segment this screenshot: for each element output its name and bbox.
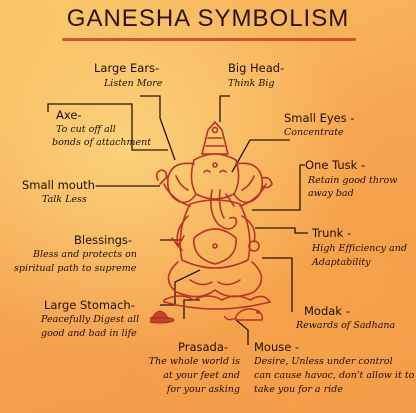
connector-trunk [255, 227, 308, 234]
label-large-stomach: Large Stomach- [44, 298, 135, 312]
desc-large-stomach-2: good and bad in life [41, 328, 137, 339]
crown [201, 121, 229, 155]
desc-small-mouth: Talk Less [42, 194, 87, 205]
connector-large-ears [140, 95, 176, 161]
desc-mouse-2: can cause havoc, don't allow it to [254, 370, 415, 381]
label-prasada: Prasada- [178, 340, 229, 354]
desc-mouse-1: Desire, Unless under control [254, 356, 393, 367]
desc-modak: Rewards of Sadhana [296, 320, 396, 331]
desc-blessings-2: spiritual path to supreme [14, 263, 137, 274]
desc-large-stomach-1: Peacefully Digest all [41, 314, 140, 325]
desc-trunk-2: Adaptability [312, 257, 371, 268]
lotus-base [163, 295, 271, 310]
label-small-mouth: Small mouth- [22, 178, 100, 192]
lower-right-arm [241, 215, 256, 243]
head [190, 153, 240, 200]
trunk [210, 189, 238, 230]
prasada-plate [150, 310, 175, 324]
eyes [203, 169, 227, 173]
desc-mouse-3: take you for a ride [254, 384, 343, 395]
connector-big-head [219, 95, 230, 122]
label-modak: Modak - [304, 304, 350, 318]
desc-axe-2: bonds of attachment [52, 137, 152, 148]
desc-trunk-1: High Efficiency and [312, 243, 407, 254]
title-underline [62, 38, 356, 41]
connector-small-eyes [231, 139, 290, 173]
desc-large-ears: Listen More [104, 78, 163, 89]
label-blessings: Blessings- [74, 233, 133, 247]
label-trunk: Trunk - [312, 226, 352, 240]
upper-left-arm [163, 183, 191, 207]
desc-prasada-3: for your asking [166, 384, 240, 395]
desc-prasada-1: The whole world is [148, 356, 240, 367]
ganesha-figure [150, 121, 273, 324]
label-one-tusk: One Tusk - [305, 158, 366, 172]
desc-axe-1: To cut off all [56, 124, 116, 135]
label-small-eyes: Small Eyes - [284, 111, 355, 125]
legs [167, 261, 263, 298]
desc-one-tusk-2: away bad [308, 188, 354, 199]
connector-modak [262, 257, 293, 312]
connector-large-stomach [160, 269, 201, 306]
label-large-ears: Large Ears- [94, 61, 160, 75]
mouse [223, 308, 264, 321]
body [179, 199, 251, 269]
desc-big-head: Think Big [228, 78, 275, 89]
label-big-head: Big Head- [228, 61, 285, 75]
desc-one-tusk-1: Retain good throw [308, 175, 398, 186]
desc-blessings-1: Bless and protects on [33, 249, 137, 260]
desc-prasada-2: at your feet and [163, 370, 240, 381]
label-axe: Axe- [56, 108, 82, 122]
axe [155, 169, 169, 185]
connector-mouse [235, 319, 249, 345]
desc-small-eyes: Concentrate [284, 127, 344, 138]
connector-one-tusk [252, 164, 305, 211]
stomach [193, 228, 237, 265]
connector-axe [47, 103, 168, 151]
page-title: GANESHA SYMBOLISM [66, 5, 350, 32]
label-mouse: Mouse - [254, 340, 300, 354]
